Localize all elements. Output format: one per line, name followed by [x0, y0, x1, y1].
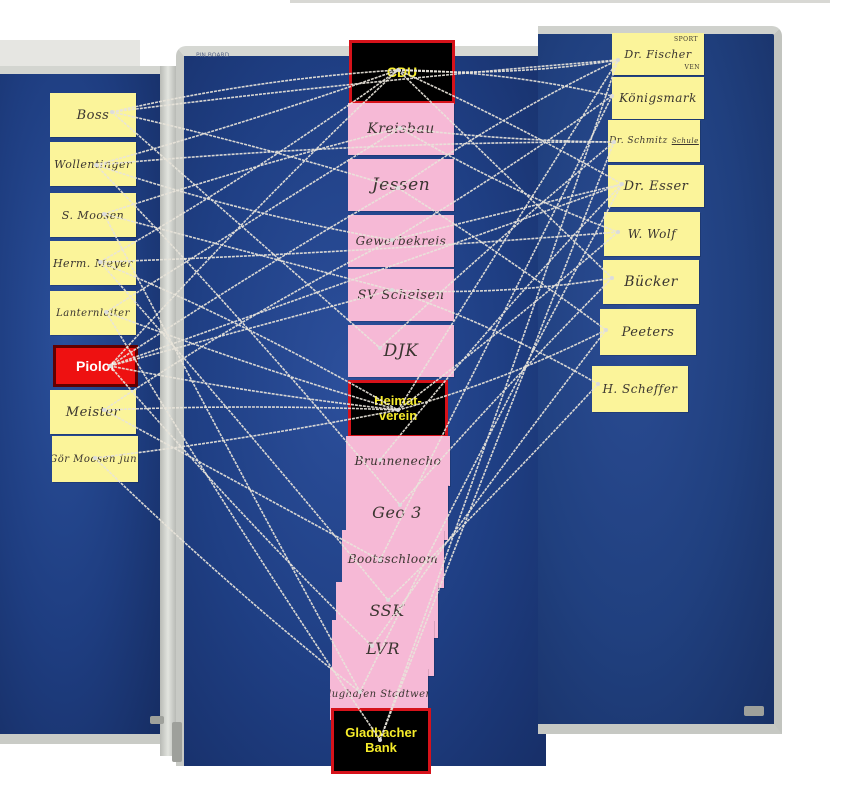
board-post: [160, 66, 176, 756]
cdu-label: CDU: [349, 40, 455, 104]
gladbacher-bank-line-1: Gladbacher: [345, 725, 417, 741]
left-card: Herm. Meyer: [50, 241, 136, 285]
board-foot: [150, 716, 164, 724]
right-card: Königsmark: [612, 77, 704, 119]
right-card-name: Dr. Fischer: [624, 47, 692, 61]
middle-card: Jessen: [348, 159, 454, 211]
left-card: Meister: [50, 390, 136, 434]
left-card: Lanternleiter: [50, 291, 136, 335]
left-card: Wollentinger: [50, 142, 136, 186]
middle-card: SV Schelsen: [348, 269, 454, 321]
right-card: W. Wolf: [604, 212, 700, 256]
right-card: Dr. Fischer SPORT VEN: [612, 33, 704, 75]
right-card: H. Scheffer: [592, 366, 688, 412]
right-card: Dr. Schmitz Schule: [608, 120, 700, 162]
wall-edge: [290, 0, 830, 3]
gladbacher-bank-label: Gladbacher Bank: [331, 708, 431, 774]
left-card: Boss: [50, 93, 136, 137]
middle-card: DJK: [348, 325, 454, 377]
left-card: Gör Moosen jun.: [52, 436, 138, 482]
right-card-name: Dr. Schmitz: [609, 136, 668, 146]
board-foot: [172, 722, 182, 762]
middle-card: Kreisbau: [348, 103, 454, 155]
middle-card: Bootsschloom: [342, 530, 444, 588]
middle-card: Gewerbekreis: [348, 215, 454, 267]
middle-card: Brunnenecho: [346, 436, 450, 486]
heimatverein-line-2: verein: [378, 408, 418, 423]
piolot-label: Piolot: [53, 345, 138, 387]
right-card: Bücker: [603, 260, 699, 304]
right-card: Peeters: [600, 309, 696, 355]
right-card-note: Schule: [671, 137, 699, 145]
right-card: Dr. Esser: [608, 165, 704, 207]
left-card: S. Moosen: [50, 193, 136, 237]
gladbacher-bank-line-2: Bank: [365, 740, 397, 755]
board-brand-mark: PIN BOARD: [196, 52, 230, 59]
right-card-note: SPORT: [674, 36, 698, 43]
right-card-note: VEN: [684, 64, 700, 71]
heimatverein-label: Heimat- verein: [348, 380, 448, 438]
board-foot: [744, 706, 764, 716]
heimatverein-line-1: Heimat-: [374, 393, 422, 409]
